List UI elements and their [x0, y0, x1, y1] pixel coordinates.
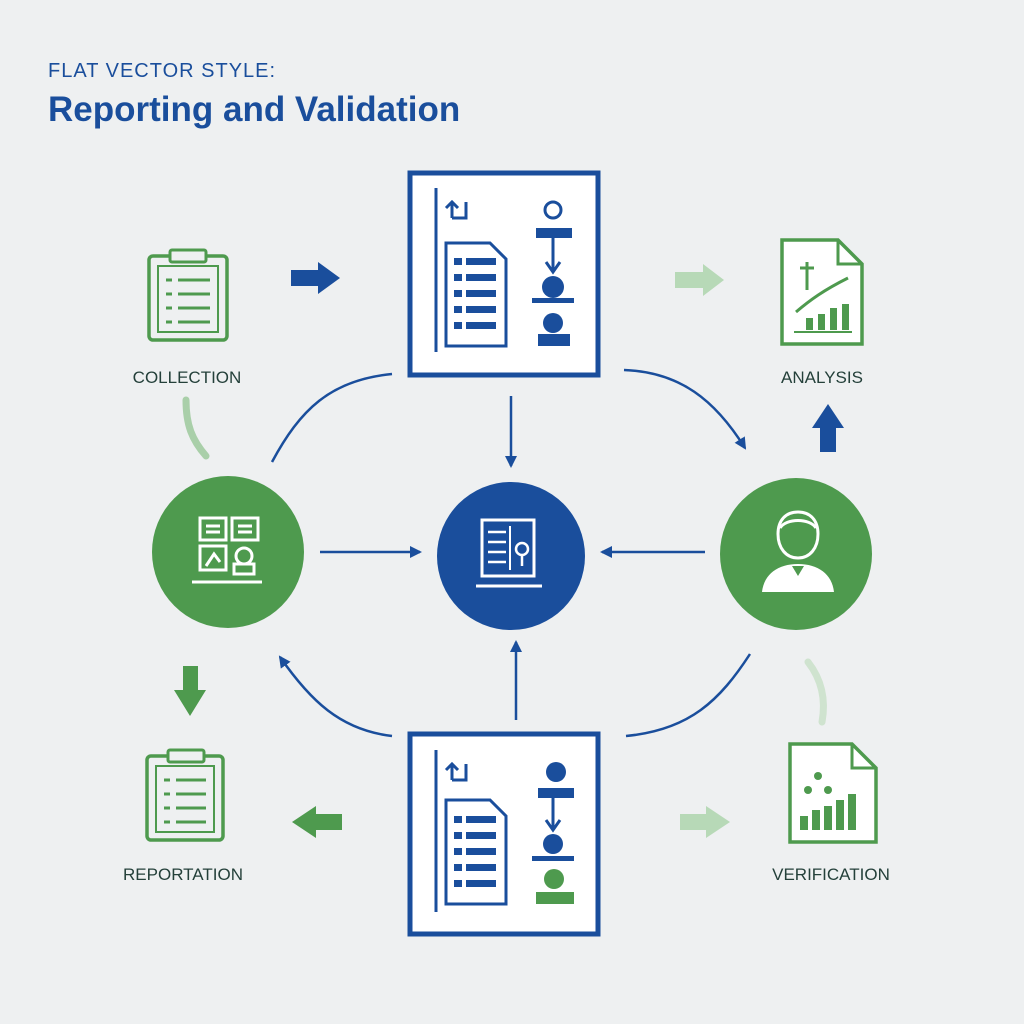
- block-arrow-down-green: [174, 666, 206, 716]
- verification-chart-document-icon: [788, 742, 878, 844]
- person-flow-icon-bottom: [532, 762, 574, 904]
- connector-arrows: [182, 368, 827, 738]
- style-kicker: FLAT VECTOR STYLE:: [48, 60, 277, 82]
- block-arrow-right-blue: [291, 262, 340, 294]
- bottom-process-panel: [407, 731, 601, 937]
- document-icon: [444, 241, 508, 348]
- collection-label: COLLECTION: [133, 368, 242, 387]
- arrow-bottom-to-left-circle: [278, 655, 393, 738]
- analysis-chart-document-icon: [780, 238, 864, 346]
- analysis-label: ANALYSIS: [781, 368, 863, 387]
- block-arrows: [174, 262, 844, 838]
- center-hub-node: [437, 482, 585, 630]
- up-arrow-icon-bottom: [444, 761, 468, 782]
- person-flow-icon: [532, 200, 574, 346]
- up-arrow-icon: [444, 199, 468, 220]
- left-collaboration-node: [152, 476, 304, 628]
- block-arrow-right-light: [675, 264, 724, 296]
- team-chat-icon: [192, 516, 262, 584]
- document-search-icon: [476, 518, 542, 588]
- collection-clipboard-icon: [147, 248, 229, 342]
- light-curve-left: [182, 396, 210, 460]
- block-arrow-right-light-bottom: [680, 806, 730, 838]
- arrow-top-to-right-circle: [623, 368, 747, 450]
- right-reviewer-node: [720, 478, 872, 630]
- light-curve-right: [804, 658, 827, 726]
- top-process-panel: [407, 170, 601, 378]
- reportation-label: REPORTATION: [123, 865, 243, 884]
- block-arrow-up-blue: [812, 404, 844, 452]
- page-title: Reporting and Validation: [48, 90, 461, 129]
- reportation-clipboard-icon: [145, 748, 225, 842]
- arrow-right-circle-to-bottom: [625, 653, 752, 738]
- document-icon-bottom: [444, 798, 508, 906]
- user-icon: [762, 510, 834, 592]
- arrow-top-to-left-circle: [270, 372, 393, 463]
- verification-label: VERIFICATION: [772, 865, 890, 884]
- block-arrow-left-green: [292, 806, 342, 838]
